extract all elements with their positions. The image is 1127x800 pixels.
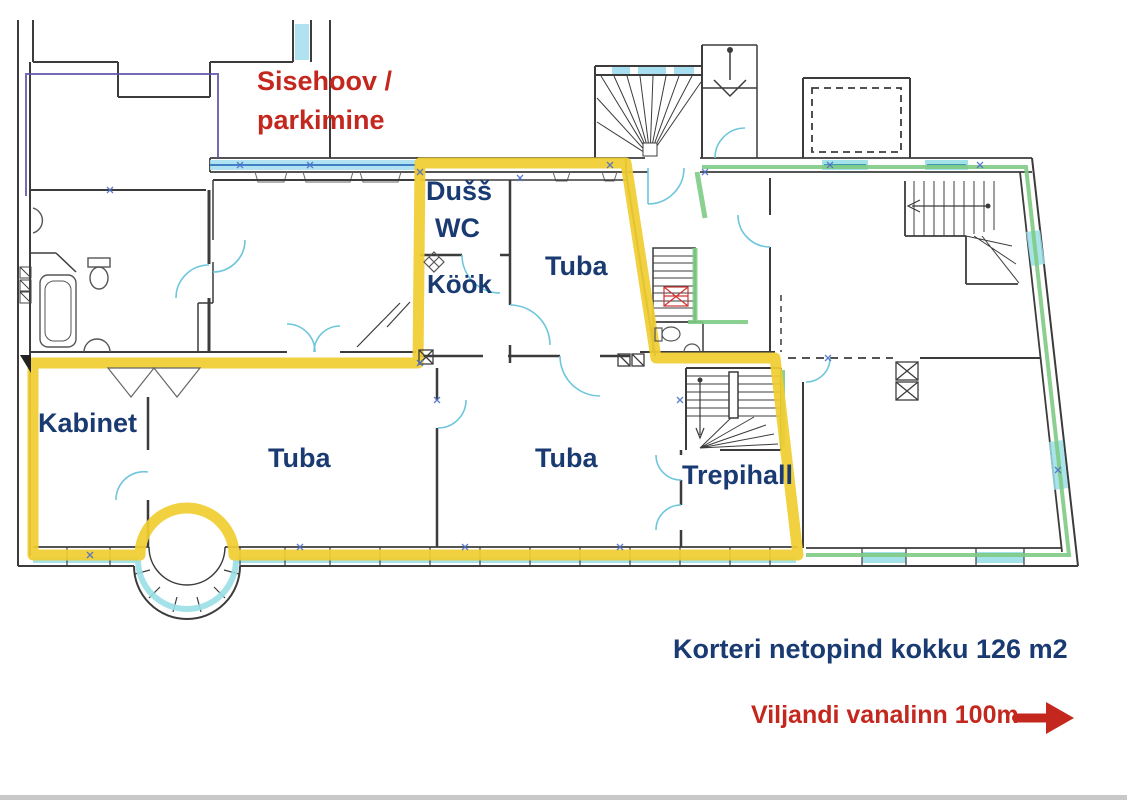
wall-sink-top	[32, 207, 44, 234]
room-label-shower: Dušš	[426, 176, 493, 206]
toilet-bowl	[89, 266, 109, 290]
bathtub	[39, 274, 77, 348]
door-arcs	[115, 127, 831, 531]
room-label-room-center: Tuba	[535, 443, 598, 473]
utility-purple-line	[25, 73, 219, 196]
outer-walls	[17, 20, 1079, 620]
window-bands	[33, 24, 1068, 612]
small-wc-fixtures	[654, 326, 701, 353]
room-label-wc: WC	[435, 213, 480, 243]
toilet-tank	[87, 257, 111, 268]
courtyard-label: Sisehoov / parkimine	[257, 62, 392, 140]
distance-note: Viljandi vanalinn 100m	[751, 701, 1019, 729]
room-label-kitchen: Köök	[427, 269, 492, 299]
room-label-room-top: Tuba	[545, 251, 608, 281]
dashed-terrace-block	[802, 77, 911, 158]
courtyard-label-line1: Sisehoov /	[257, 66, 393, 96]
apartment-yellow-outline	[27, 157, 804, 561]
room-label-cabinet: Kabinet	[38, 408, 138, 438]
wall-sink-bottom	[83, 338, 111, 353]
room-label-stair-hall: Trepihall	[682, 460, 794, 490]
mid-winder-staircase	[652, 247, 696, 323]
chimney-symbols	[418, 349, 919, 401]
wall-panel-symbols	[19, 266, 32, 373]
l-staircase-right	[904, 181, 1020, 285]
closet-door-triangles	[106, 367, 202, 398]
area-note: Korteri netopind kokku 126 m2	[673, 634, 1068, 664]
survey-ticks	[86, 161, 1062, 559]
bathroom-fixtures	[32, 207, 111, 353]
direction-arrow-icon	[1012, 702, 1074, 734]
image-bottom-border	[0, 795, 1127, 800]
kitchen-hob	[423, 251, 445, 273]
trepihall-staircase	[685, 367, 782, 451]
fan-staircase-top	[594, 44, 758, 158]
courtyard-label-line2: parkimine	[257, 105, 385, 136]
red-hatch-box	[663, 286, 689, 307]
room-label-room-left: Tuba	[268, 443, 331, 473]
